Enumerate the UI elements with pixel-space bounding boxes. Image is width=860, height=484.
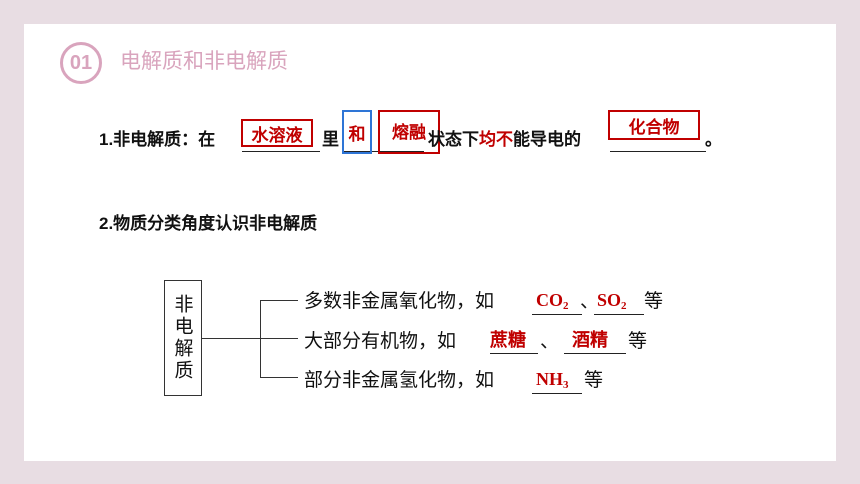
blank-1 — [242, 151, 320, 152]
answer-co2-base: CO — [536, 290, 563, 310]
answer-box-compound: 化合物 — [608, 110, 700, 140]
answer-alcohol: 酒精 — [572, 330, 608, 350]
answer-nh3-base: NH — [536, 369, 563, 389]
row1-separator: 、 — [580, 290, 600, 312]
definition-emphasis: 均不 — [479, 130, 513, 149]
answer-nh3: NH3 — [536, 368, 569, 396]
row3-end: 等 — [584, 369, 604, 391]
tree-connector — [202, 338, 260, 339]
row2-blank-2 — [564, 353, 626, 354]
blank-2 — [342, 151, 378, 152]
definition-prefix: 1.非电解质：在 — [99, 130, 216, 149]
blank-4 — [610, 151, 706, 152]
row1-end: 等 — [644, 290, 664, 312]
slide: 01 电解质和非电解质 1.非电解质：在 水溶液 里 和 熔融 状态下均不能导电… — [24, 24, 836, 461]
row3-blank-1 — [532, 393, 582, 394]
answer-co2-sub: 2 — [563, 300, 569, 312]
definition-mid3: 能导电的 — [513, 130, 581, 149]
tree-branch-2 — [260, 338, 298, 339]
answer-box-molten: 熔融 — [378, 110, 440, 154]
definition-mid2: 状态下 — [428, 130, 479, 149]
tree-root-box: 非电解质 — [164, 280, 202, 396]
answer-nh3-sub: 3 — [563, 379, 569, 391]
answer-co2: CO2 — [536, 289, 569, 317]
section-title: 电解质和非电解质 — [120, 50, 288, 73]
definition-suffix: 。 — [705, 130, 722, 149]
row2-separator: 、 — [540, 330, 560, 352]
definition-mid2-group: 状态下均不能导电的 — [428, 127, 581, 153]
blank-3 — [378, 151, 424, 152]
answer-so2-base: SO — [597, 290, 622, 310]
definition-mid1: 里 — [322, 130, 339, 149]
answer-box-aqueous: 水溶液 — [241, 119, 313, 147]
tree-row-3: 部分非金属氢化物，如 — [304, 369, 495, 391]
section2-title: 2.物质分类角度认识非电解质 — [99, 214, 318, 233]
tree-branch-1 — [260, 300, 298, 301]
row2-blank-1 — [490, 353, 538, 354]
row1-blank-1 — [532, 314, 582, 315]
tree-branch-3 — [260, 377, 298, 378]
tree-row-1: 多数非金属氧化物，如 — [304, 290, 495, 312]
answer-so2: SO2 — [597, 289, 627, 317]
row1-blank-2 — [594, 314, 644, 315]
section-number-badge: 01 — [60, 42, 102, 84]
answer-box-and: 和 — [342, 110, 372, 154]
answer-sucrose: 蔗糖 — [490, 330, 526, 350]
answer-so2-sub: 2 — [621, 300, 627, 312]
tree-row-2: 大部分有机物，如 — [304, 330, 457, 352]
row2-end: 等 — [628, 330, 648, 352]
